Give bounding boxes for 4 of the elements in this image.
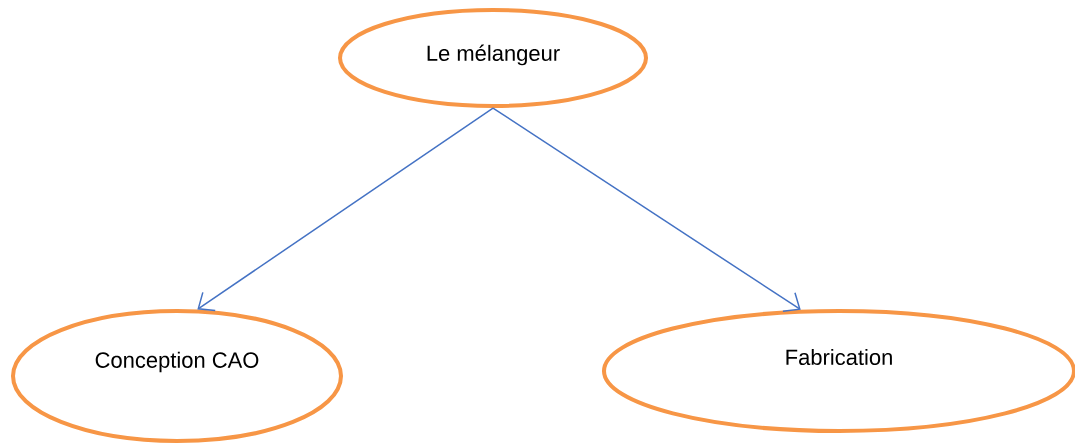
arrow	[492, 107, 801, 312]
ellipse-node: Le mélangeur	[338, 7, 649, 108]
arrow	[197, 107, 494, 312]
ellipse-node: Conception CAO	[11, 308, 343, 443]
